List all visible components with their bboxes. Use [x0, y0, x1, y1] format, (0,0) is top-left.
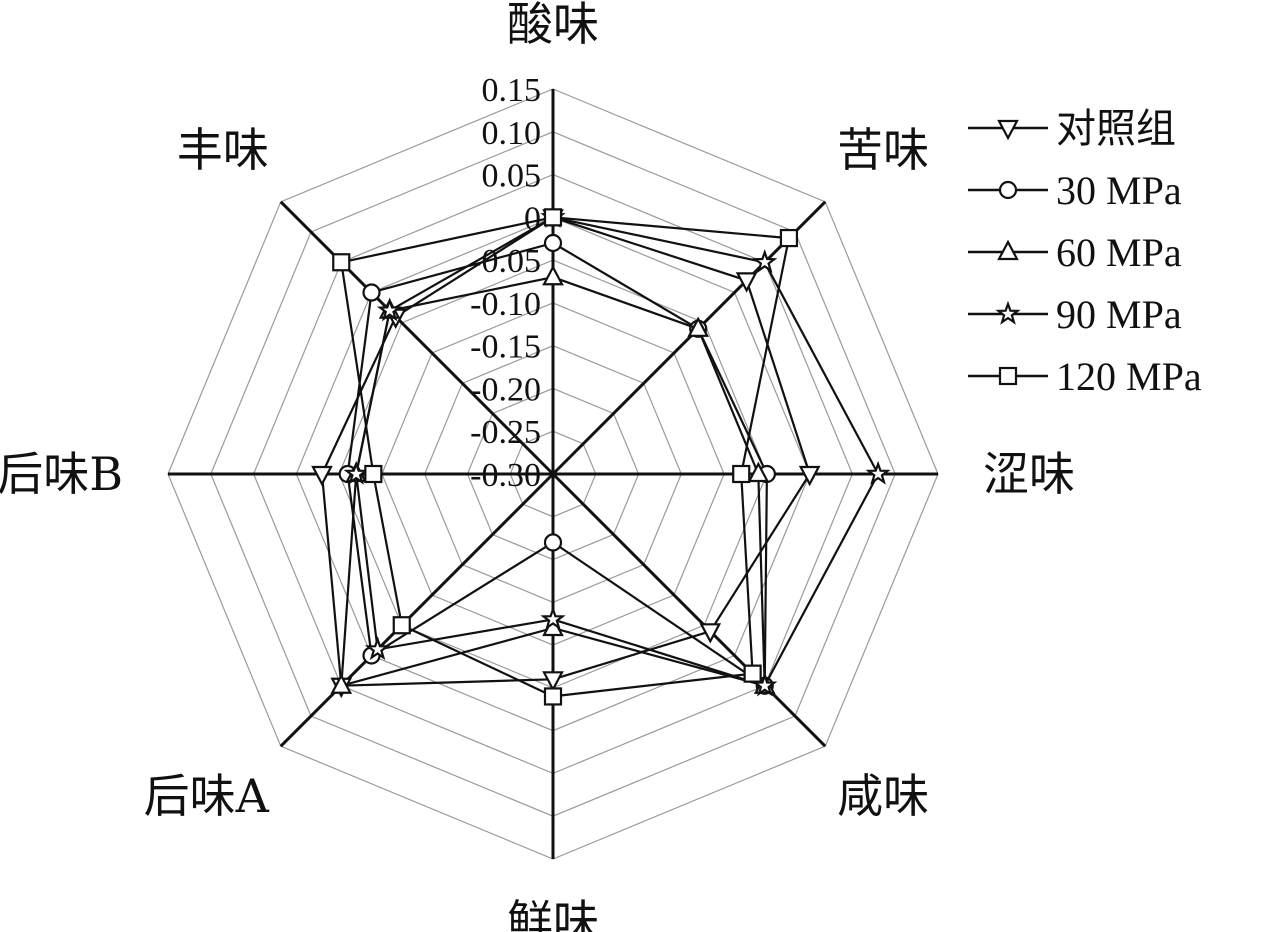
tick-label: 0.05: [482, 158, 542, 195]
legend-item: 120 MPa: [968, 354, 1202, 399]
marker-triangle-down: [542, 671, 564, 692]
tick-label: 0: [524, 200, 541, 237]
axis-label: 鲜味: [507, 895, 599, 932]
legend-item: 30 MPa: [968, 168, 1182, 213]
axis-label: 丰味: [177, 123, 269, 177]
marker-circle: [362, 283, 381, 302]
marker-square: [543, 208, 563, 227]
marker-circle: [543, 233, 563, 253]
tick-label: -0.30: [470, 457, 541, 494]
marker-triangle-up: [542, 264, 564, 286]
legend-item: 对照组: [968, 106, 1176, 151]
marker-circle: [543, 533, 563, 552]
marker-triangle-up: [687, 316, 710, 337]
marker-square: [364, 464, 383, 484]
axis-label: 后味B: [0, 447, 123, 501]
legend-label: 60 MPa: [1056, 230, 1182, 275]
axis-label: 咸味: [837, 769, 929, 823]
legend: 对照组 30 MPa 60 MPa 90 MPa 120 MPa: [968, 106, 1202, 399]
series-line: [320, 216, 811, 687]
series-4: [332, 208, 799, 706]
legend-label: 对照组: [1056, 106, 1176, 151]
marker-square: [779, 228, 799, 248]
tick-label: -0.20: [470, 371, 541, 408]
marker-triangle-down: [997, 119, 1019, 141]
marker-star: [540, 606, 566, 631]
marker-triangle-down: [798, 465, 821, 487]
axis-spoke: [551, 200, 827, 476]
marker-star: [343, 460, 369, 485]
marker-star: [995, 300, 1021, 325]
marker-triangle-down: [699, 623, 722, 644]
tick-label: 0.15: [482, 72, 542, 109]
tick-label: -0.10: [470, 286, 541, 323]
marker-triangle-down: [311, 465, 333, 487]
marker-star: [364, 636, 391, 661]
legend-item: 90 MPa: [968, 292, 1182, 337]
legend-label: 120 MPa: [1056, 354, 1202, 399]
marker-triangle-down: [735, 272, 758, 293]
marker-square: [332, 253, 351, 272]
marker-square: [392, 616, 411, 635]
legend-item: 60 MPa: [968, 230, 1182, 275]
axis-label: 酸味: [507, 0, 599, 51]
tick-label: -0.25: [470, 414, 541, 451]
legend-label: 30 MPa: [1056, 168, 1182, 213]
tick-label: -0.15: [470, 329, 541, 366]
series-group: [311, 203, 891, 706]
axis-spoke: [551, 472, 827, 748]
legend-label: 90 MPa: [1056, 292, 1182, 337]
tick-label: -0.05: [470, 243, 541, 280]
marker-triangle-up: [747, 461, 770, 483]
tick-label: 0.10: [482, 115, 542, 152]
marker-triangle-up: [997, 239, 1019, 261]
marker-star: [376, 297, 403, 322]
marker-triangle-up: [330, 673, 353, 694]
axis-label: 后味A: [144, 769, 270, 823]
radial-tick-labels: 0.15 0.10 0.05 0 -0.05 -0.10 -0.15 -0.20 -0.25 -0…: [470, 72, 541, 494]
axis-label: 苦味: [837, 123, 929, 177]
marker-square: [998, 366, 1018, 386]
marker-square: [743, 664, 762, 683]
marker-star: [865, 460, 891, 485]
axis-label: 涩味: [983, 447, 1075, 501]
marker-square: [543, 687, 563, 706]
axis-spoke: [279, 472, 555, 748]
marker-circle: [998, 180, 1018, 200]
axis-spoke: [279, 200, 555, 476]
marker-star: [752, 248, 778, 274]
radar-spokes: [168, 89, 938, 859]
marker-square: [732, 464, 751, 484]
